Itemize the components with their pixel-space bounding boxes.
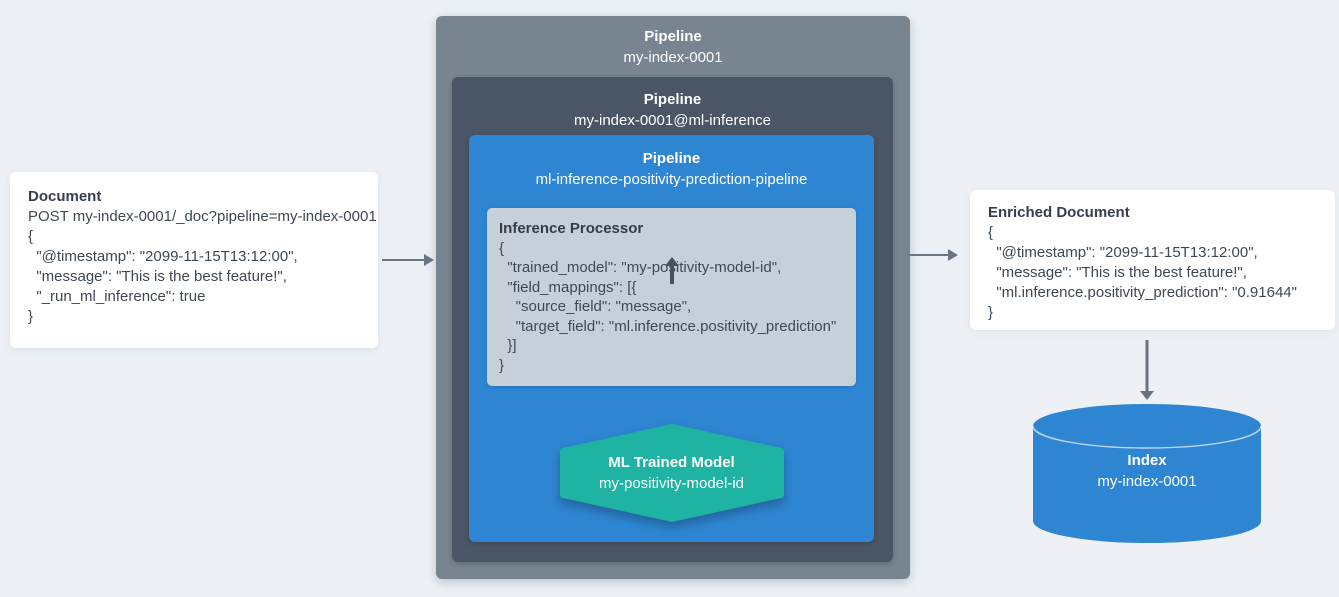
input-arrow-shaft bbox=[382, 259, 427, 261]
ml-pipeline-header: Pipeline ml-inference-positivity-predict… bbox=[469, 148, 874, 190]
document-card: Document POST my-index-0001/_doc?pipelin… bbox=[10, 172, 378, 348]
input-arrow-icon bbox=[382, 254, 434, 266]
model-arrow-shaft bbox=[669, 264, 674, 284]
inference-processor-code: { "trained_model": "my-positivity-model-… bbox=[499, 239, 837, 374]
output-arrow-icon bbox=[908, 249, 958, 261]
index-cylinder: Index my-index-0001 bbox=[1032, 402, 1262, 544]
outer-pipeline-name: my-index-0001 bbox=[623, 49, 723, 66]
outer-pipeline-label: Pipeline bbox=[644, 28, 702, 45]
ml-trained-model-title: ML Trained Model bbox=[608, 454, 735, 471]
enriched-document-code: { "@timestamp": "2099-11-15T13:12:00", "… bbox=[988, 224, 1297, 321]
ml-pipeline-name: ml-inference-positivity-prediction-pipel… bbox=[535, 171, 808, 188]
enriched-document-card: Enriched Document { "@timestamp": "2099-… bbox=[970, 190, 1335, 330]
inner-pipeline-container: Pipeline my-index-0001@ml-inference Pipe… bbox=[452, 77, 893, 562]
index-arrow-icon bbox=[1140, 340, 1154, 400]
document-card-title: Document bbox=[28, 188, 102, 205]
inner-pipeline-name: my-index-0001@ml-inference bbox=[574, 112, 771, 129]
index-arrow-shaft bbox=[1145, 340, 1149, 392]
ml-pipeline-container: Pipeline ml-inference-positivity-predict… bbox=[469, 135, 874, 542]
ml-trained-model-text: ML Trained Model my-positivity-model-id bbox=[560, 424, 784, 522]
model-arrow-head bbox=[664, 257, 679, 266]
index-arrow-head bbox=[1140, 391, 1154, 400]
inner-pipeline-label: Pipeline bbox=[643, 91, 702, 108]
ml-trained-model-name: my-positivity-model-id bbox=[598, 475, 745, 492]
output-arrow-shaft bbox=[908, 254, 951, 256]
ml-trained-model-hexagon: ML Trained Model my-positivity-model-id bbox=[559, 424, 784, 522]
hexagon-shape-icon bbox=[559, 424, 784, 522]
inference-processor-title: Inference Processor bbox=[499, 220, 644, 237]
outer-pipeline-header: Pipeline my-index-0001 bbox=[436, 26, 910, 68]
index-title: Index bbox=[1127, 452, 1167, 469]
output-arrow-head bbox=[948, 249, 958, 261]
ml-pipeline-label: Pipeline bbox=[642, 150, 701, 167]
model-arrow-icon bbox=[664, 257, 679, 284]
enriched-document-title: Enriched Document bbox=[988, 204, 1130, 221]
document-card-code: POST my-index-0001/_doc?pipeline=my-inde… bbox=[28, 208, 377, 325]
inference-processor-box: Inference Processor { "trained_model": "… bbox=[487, 208, 856, 386]
cylinder-shape-icon bbox=[1032, 404, 1262, 543]
input-arrow-head bbox=[424, 254, 434, 266]
outer-pipeline-container: Pipeline my-index-0001 Pipeline my-index… bbox=[436, 16, 910, 579]
index-name: my-index-0001 bbox=[1097, 473, 1197, 490]
index-text: Index my-index-0001 bbox=[1032, 450, 1262, 492]
inner-pipeline-header: Pipeline my-index-0001@ml-inference bbox=[452, 89, 893, 131]
